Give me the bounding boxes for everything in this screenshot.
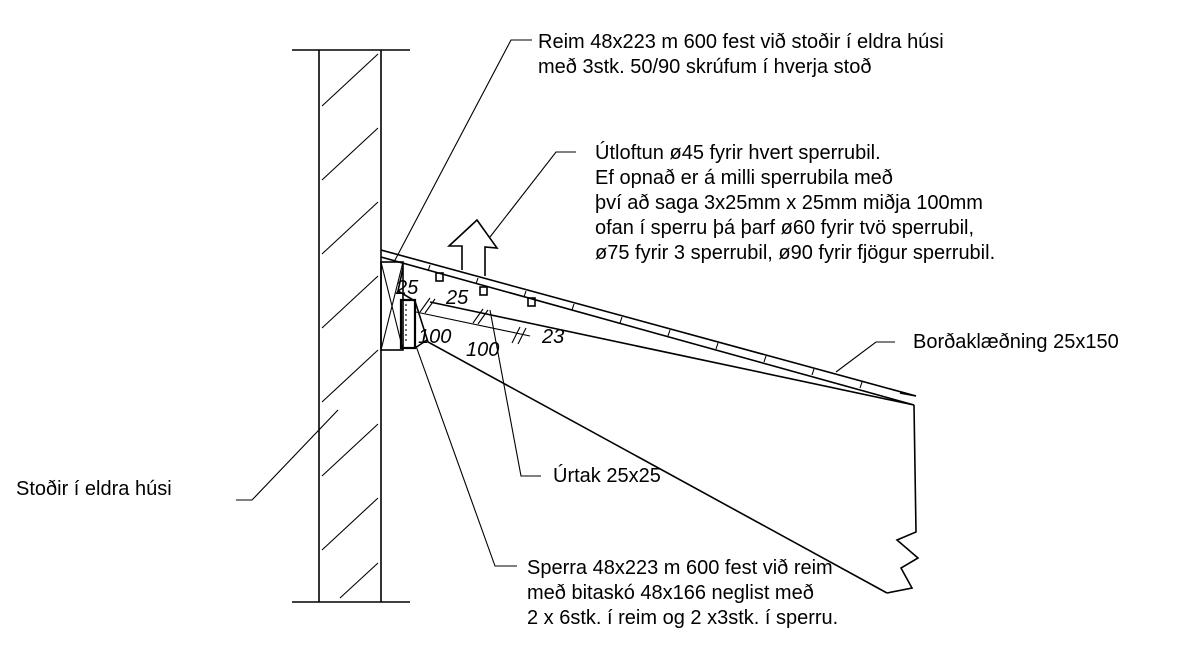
ventilation-note-line: Útloftun ø45 fyrir hvert sperrubil. <box>595 142 881 164</box>
ventilation-note-line: því að saga 3x25mm x 25mm miðja 100mm <box>595 192 983 214</box>
wall-hatching <box>321 53 379 599</box>
rafter-note: Sperra 48x223 m 600 fest við reim með bi… <box>527 556 838 631</box>
roof-cladding <box>380 249 917 406</box>
cladding-note: Borðaklæðning 25x150 <box>913 331 1119 353</box>
rafter-note-line: með bitaskó 48x166 neglist með <box>527 582 814 604</box>
ventilation-note-line: ø75 fyrir 3 sperrubil, ø90 fyrir fjögur … <box>595 242 996 264</box>
ledger-note-line: Reim 48x223 m 600 fest við stoðir í eldr… <box>538 31 944 53</box>
dimension-label: 25 <box>445 287 469 309</box>
joist-hanger <box>399 298 428 350</box>
rafter-note-line: 2 x 6stk. í reim og 2 x3stk. í sperru. <box>527 607 839 629</box>
ledger-note: Reim 48x223 m 600 fest við stoðir í eldr… <box>538 30 944 80</box>
ventilation-note: Útloftun ø45 fyrir hvert sperrubil. Ef o… <box>595 141 995 266</box>
ventilation-arrow-icon <box>446 218 499 276</box>
notch-note: Úrtak 25x25 <box>553 465 661 487</box>
dimension-label: 100 <box>466 339 499 361</box>
ventilation-note-line: ofan í sperru þá þarf ø60 fyrir tvö sper… <box>595 217 975 239</box>
ledger-note-line: með 3stk. 50/90 skrúfum í hverja stoð <box>538 56 872 78</box>
rafter <box>397 267 920 594</box>
studs-note: Stoðir í eldra húsi <box>16 478 172 500</box>
rafter-note-line: Sperra 48x223 m 600 fest við reim <box>527 557 833 579</box>
dimension-label: 25 <box>395 277 419 299</box>
dimension-label: 100 <box>418 326 451 348</box>
existing-wall-stud <box>292 49 410 603</box>
dimension-label: 23 <box>541 326 564 348</box>
ventilation-note-line: Ef opnað er á milli sperrubila með <box>595 167 893 189</box>
ledger-beam <box>380 261 404 351</box>
leader-lines <box>236 39 895 567</box>
dimension-ticks <box>415 297 531 345</box>
